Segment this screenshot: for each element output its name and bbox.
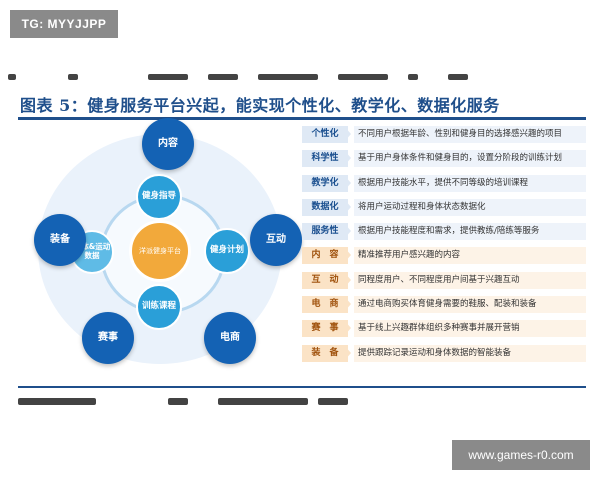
inner-node-training-course: 训练课程 xyxy=(136,284,182,330)
outer-node-ecommerce: 电商 xyxy=(204,312,256,364)
platform-diagram: 洋派健身平台 健身指导 健身计划 训练课程 身体&运动数据 内容 互动 电商 赛… xyxy=(18,118,302,377)
outer-node-interaction: 互动 xyxy=(250,214,302,266)
row-label: 内 容 xyxy=(302,247,348,265)
row-label: 个性化 xyxy=(302,126,348,143)
figure-title: 图表 5：健身服务平台兴起，能实现个性化、教学化、数据化服务 xyxy=(20,96,500,115)
inner-node-fitness-plan: 健身计划 xyxy=(204,228,250,274)
row-arrow xyxy=(344,223,351,240)
row-text: 精准推荐用户感兴趣的内容 xyxy=(354,247,586,265)
table-row: 装 备 提供跟踪记录运动和身体数据的智能装备 xyxy=(300,342,586,366)
table-row: 内 容 精准推荐用户感兴趣的内容 xyxy=(300,244,586,268)
table-row: 服务性 根据用户技能程度和需求，提供教练/陪练等服务 xyxy=(300,220,586,244)
row-text: 基于线上兴趣群体组织多种赛事并展开营销 xyxy=(354,320,586,338)
row-arrow xyxy=(344,247,351,264)
row-arrow xyxy=(344,150,351,167)
row-arrow xyxy=(344,271,351,288)
table-row: 数据化 将用户运动过程和身体状态数据化 xyxy=(300,196,586,220)
cropped-text-line-bottom xyxy=(18,396,438,408)
row-text: 将用户运动过程和身体状态数据化 xyxy=(354,198,586,216)
row-text: 不同用户根据年龄、性别和健身目的选择感兴趣的项目 xyxy=(354,126,586,143)
row-label: 教学化 xyxy=(302,174,348,192)
row-text: 根据用户技能水平，提供不同等级的培训课程 xyxy=(354,174,586,192)
table-row: 教学化 根据用户技能水平，提供不同等级的培训课程 xyxy=(300,172,586,196)
row-text: 基于用户身体条件和健身目的，设置分阶段的训练计划 xyxy=(354,150,586,168)
inner-node-fitness-guidance: 健身指导 xyxy=(136,174,182,220)
table-row: 科学性 基于用户身体条件和健身目的，设置分阶段的训练计划 xyxy=(300,147,586,171)
row-arrow xyxy=(344,344,351,361)
table-row: 赛 事 基于线上兴趣群体组织多种赛事并展开营销 xyxy=(300,317,586,341)
outer-node-equipment: 装备 xyxy=(34,214,86,266)
row-label: 服务性 xyxy=(302,223,348,241)
row-text: 提供跟踪记录运动和身体数据的智能装备 xyxy=(354,344,586,362)
cropped-text-line-top xyxy=(8,70,588,86)
row-label: 科学性 xyxy=(302,150,348,168)
table-row: 电 商 通过电商购买体育健身需要的鞋服、配装和装备 xyxy=(300,293,586,317)
outer-node-events: 赛事 xyxy=(82,312,134,364)
row-label: 赛 事 xyxy=(302,320,348,338)
watermark-top: TG: MYYJJPP xyxy=(10,10,118,38)
row-text: 根据用户技能程度和需求，提供教练/陪练等服务 xyxy=(354,223,586,241)
row-arrow xyxy=(344,296,351,313)
table-row: 个性化 不同用户根据年龄、性别和健身目的选择感兴趣的项目 xyxy=(300,123,586,147)
row-label: 电 商 xyxy=(302,296,348,314)
row-label: 互 动 xyxy=(302,271,348,289)
row-arrow xyxy=(344,320,351,337)
feature-table: 个性化 不同用户根据年龄、性别和健身目的选择感兴趣的项目 科学性 基于用户身体条… xyxy=(300,123,586,366)
title-divider xyxy=(18,117,586,120)
table-row: 互 动 同程度用户、不同程度用户间基于兴趣互动 xyxy=(300,269,586,293)
row-arrow xyxy=(344,198,351,215)
row-text: 同程度用户、不同程度用户间基于兴趣互动 xyxy=(354,271,586,289)
platform-center-node: 洋派健身平台 xyxy=(129,220,191,282)
row-label: 数据化 xyxy=(302,198,348,216)
outer-node-content: 内容 xyxy=(142,118,194,170)
row-label: 装 备 xyxy=(302,344,348,362)
bottom-divider xyxy=(18,386,586,388)
watermark-bottom: www.games-r0.com xyxy=(452,440,590,470)
row-text: 通过电商购买体育健身需要的鞋服、配装和装备 xyxy=(354,296,586,314)
row-arrow xyxy=(344,126,351,142)
row-arrow xyxy=(344,174,351,191)
